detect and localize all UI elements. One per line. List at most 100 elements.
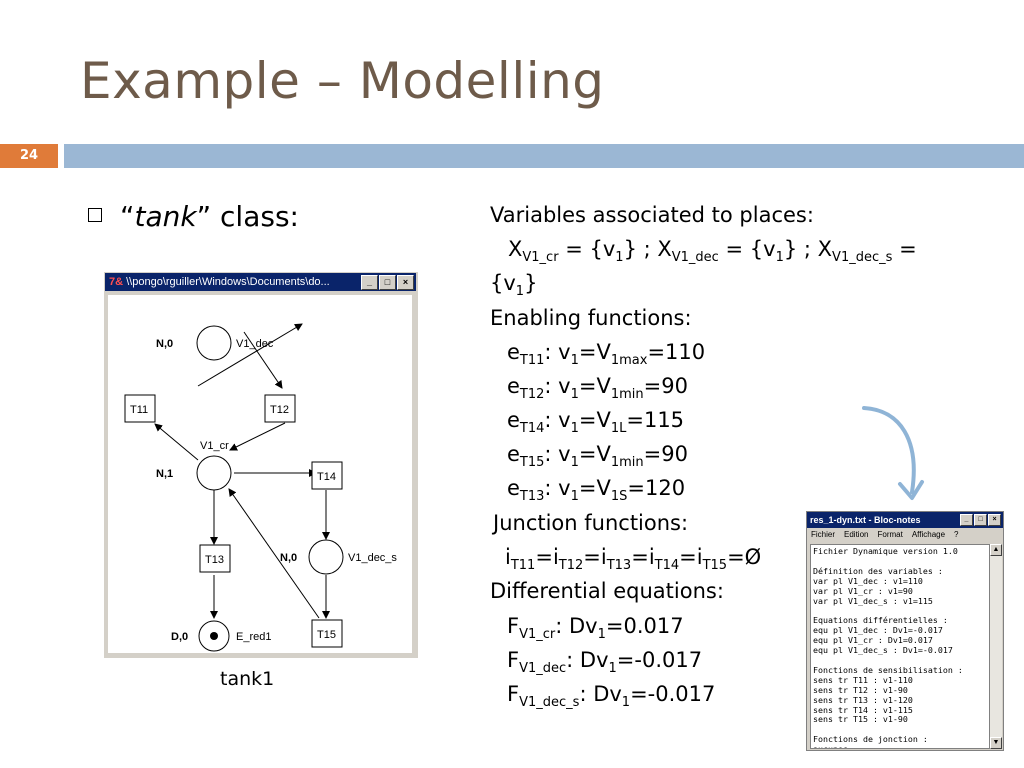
transition-t13[interactable] (199, 544, 231, 573)
notepad-menubar: Fichier Edition Format Affichage ? (807, 528, 1003, 541)
enabling-part: T15 (519, 455, 545, 471)
minimize-icon[interactable]: _ (361, 275, 378, 290)
place-label-v1-cr: V1_cr (200, 440, 229, 452)
slide-title: Example – Modelling (80, 52, 605, 110)
maximize-icon[interactable]: □ (379, 275, 396, 290)
junction-i4: i (648, 545, 655, 569)
notepad-titlebar[interactable]: res_1-dyn.txt - Bloc-notes _ □ × (807, 512, 1003, 528)
junction-eq1: = (535, 545, 553, 569)
junction-line: iT11=iT12=iT13=iT14=iT15=Ø (505, 545, 761, 573)
enabling-part: 1 (570, 421, 579, 437)
minimize-icon[interactable]: _ (960, 514, 973, 526)
diff-equation-v1-dec: FV1_dec: Dv1=-0.017 (507, 648, 702, 676)
enabling-part: 1 (570, 455, 579, 471)
vars2-open: {v (490, 271, 516, 295)
bullet-italic-text: tank (134, 200, 197, 233)
transition-t15[interactable] (311, 619, 343, 648)
place-v1-cr[interactable] (196, 455, 232, 491)
vars-sub1: V1_cr (522, 250, 559, 266)
enabling-part: e (507, 340, 520, 364)
vars-x1: X (508, 237, 523, 261)
close-icon[interactable]: × (988, 514, 1001, 526)
diff-part: : Dv (566, 648, 609, 672)
enabling-part: T13 (519, 489, 545, 505)
vars-sub2: V1_dec (671, 250, 719, 266)
notepad-scrollbar[interactable]: ▲ ▼ (990, 544, 1002, 749)
enabling-part: 1min (610, 387, 644, 403)
vars-heading: Variables associated to places: (490, 203, 814, 227)
menu-edition[interactable]: Edition (844, 530, 869, 539)
notepad-title: res_1-dyn.txt - Bloc-notes (810, 515, 921, 525)
scroll-down-icon[interactable]: ▼ (990, 737, 1002, 749)
diff-part: F (507, 614, 520, 638)
place-label-e-red1: E_red1 (236, 631, 271, 643)
transition-t12[interactable] (264, 394, 296, 423)
transition-t11[interactable] (124, 394, 156, 423)
app-icon: 7& (109, 276, 124, 288)
junction-empty-set: =Ø (727, 545, 762, 569)
window-title: \\pongo\rguiller\Windows\Documents\do... (126, 276, 330, 288)
bullet-quote-open: “ (120, 200, 135, 233)
enabling-part: =110 (647, 340, 706, 364)
enabling-part: 1min (610, 455, 644, 471)
menu-format[interactable]: Format (877, 530, 903, 539)
maximize-icon[interactable]: □ (974, 514, 987, 526)
enabling-function-t13: eT13: v1=V1S=120 (507, 476, 685, 504)
vars-sub3: V1_dec_s (832, 250, 893, 266)
diff-part: 1 (621, 695, 631, 711)
arc-t12-v1cr (229, 422, 286, 451)
diagram-caption: tank1 (220, 668, 275, 690)
diff-equation-v1-cr: FV1_cr: Dv1=0.017 (507, 614, 684, 642)
vars-n2: 1 (775, 250, 784, 266)
diff-equation-v1-dec-s: FV1_dec_s: Dv1=-0.017 (507, 682, 715, 710)
transition-label-t14: T14 (317, 471, 336, 483)
header-bar (64, 144, 1024, 168)
arc-t15-v1cr (228, 488, 320, 619)
transition-t14[interactable] (311, 461, 343, 490)
place-marking-v1-cr: N,1 (156, 468, 173, 480)
junction-i5: i (696, 545, 703, 569)
diff-heading: Differential equations: (490, 579, 724, 603)
petri-net-diagram: N,0 V1_dec N,1 V1_cr N,0 V1_dec_s D,0 E_… (124, 323, 397, 652)
token (210, 632, 218, 640)
menu-affichage[interactable]: Affichage (911, 530, 946, 539)
window-titlebar[interactable]: 7& \\pongo\rguiller\Windows\Documents\do… (105, 273, 416, 291)
scroll-up-icon[interactable]: ▲ (990, 544, 1002, 556)
place-marking-v1-dec: N,0 (156, 338, 173, 350)
enabling-part: =V (578, 374, 611, 398)
notepad-text-area[interactable]: Fichier Dynamique version 1.0 Définition… (810, 544, 990, 749)
enabling-part: 1 (570, 489, 579, 505)
menu-help[interactable]: ? (954, 530, 959, 539)
bullet-tank-class: “tank” class: (88, 200, 299, 233)
junction-i1: i (505, 545, 511, 569)
enabling-function-t11: eT11: v1=V1max=110 (507, 340, 705, 368)
enabling-heading: Enabling functions: (490, 306, 692, 330)
petri-net-canvas: N,0 V1_dec N,1 V1_cr N,0 V1_dec_s D,0 E_… (108, 295, 412, 653)
menu-fichier[interactable]: Fichier (811, 530, 836, 539)
junction-sub4: T14 (654, 558, 680, 574)
diff-part: : Dv (555, 614, 598, 638)
enabling-part: =120 (627, 476, 686, 500)
diff-part: =-0.017 (630, 682, 716, 706)
enabling-part: T14 (519, 421, 545, 437)
place-v1-dec-s[interactable] (308, 539, 344, 575)
vars2-close: } (524, 271, 538, 295)
enabling-part: : v (544, 408, 571, 432)
diff-part: F (507, 648, 520, 672)
vars-n1: 1 (615, 250, 624, 266)
junction-sub1: T11 (510, 558, 536, 574)
diff-part: V1_dec_s (519, 695, 580, 711)
curved-arrow-icon (862, 406, 924, 500)
place-v1-dec[interactable] (196, 325, 232, 361)
close-icon[interactable]: × (397, 275, 414, 290)
enabling-part: =115 (626, 408, 685, 432)
enabling-part: =90 (643, 374, 688, 398)
diff-part: =0.017 (605, 614, 684, 638)
enabling-part: =V (578, 442, 611, 466)
junction-sub3: T13 (606, 558, 632, 574)
bullet-rest-text: ” class: (196, 200, 299, 233)
enabling-part: e (507, 442, 520, 466)
diff-part: 1 (597, 627, 606, 643)
enabling-part: : v (544, 476, 571, 500)
arc-v1cr-t11 (154, 423, 199, 461)
